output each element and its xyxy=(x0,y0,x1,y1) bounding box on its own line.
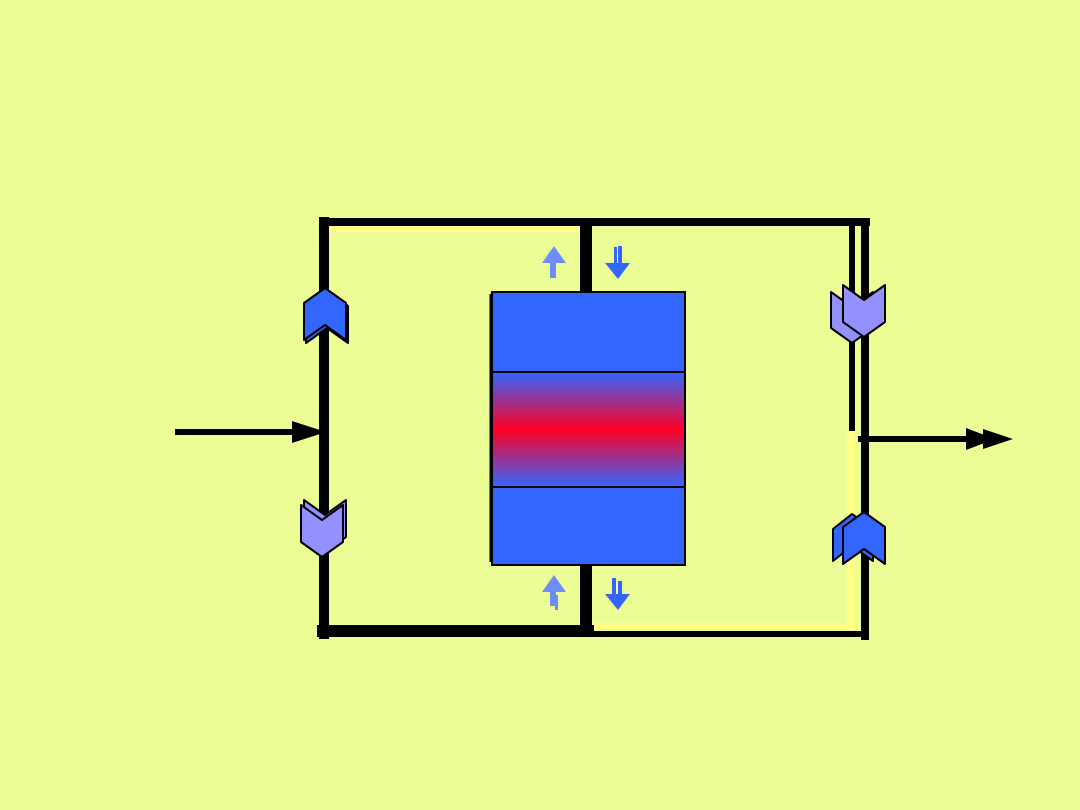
valve-left-bottom-icon xyxy=(300,504,344,558)
output-arrow xyxy=(858,428,1013,450)
valve-right-bottom-icon xyxy=(842,511,886,565)
flow-up-arrow-bottom xyxy=(542,575,566,610)
core-block xyxy=(489,291,686,566)
flow-up-arrow-top xyxy=(542,246,566,278)
core-top-band xyxy=(491,291,686,373)
valve-right-top-icon xyxy=(842,284,886,338)
core-bottom-band xyxy=(491,486,686,566)
core-hot-band xyxy=(491,371,686,488)
valve-left-top-icon xyxy=(303,287,347,341)
input-arrow xyxy=(175,421,326,443)
flow-down-arrow-bottom xyxy=(605,578,630,610)
flow-down-arrow-top xyxy=(605,246,630,279)
